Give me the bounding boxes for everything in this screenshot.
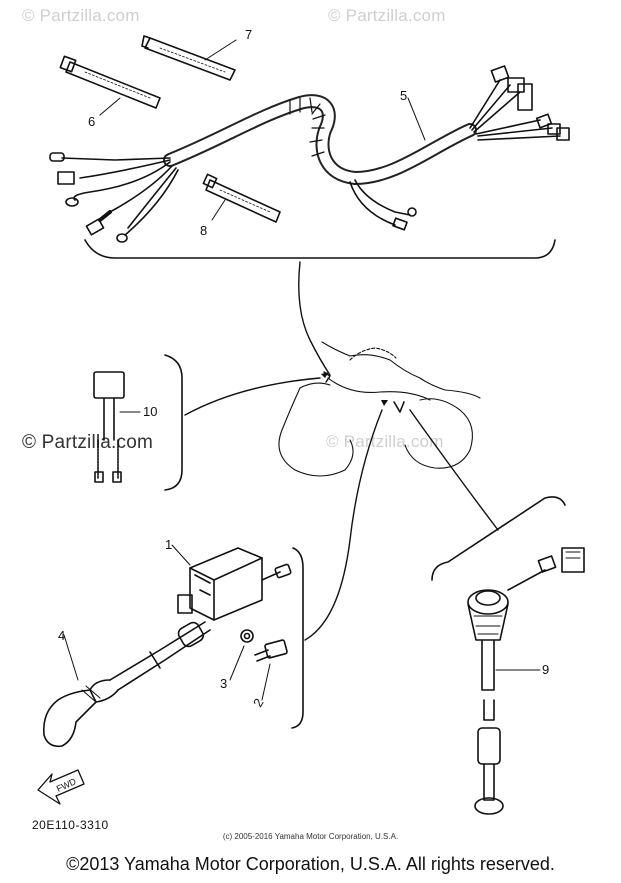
ignition-coil-1 xyxy=(177,547,292,621)
callout-4: 4 xyxy=(58,628,65,643)
switch-9 xyxy=(467,547,585,815)
callout-8: 8 xyxy=(200,223,207,238)
callout-1: 1 xyxy=(165,537,172,552)
tie-strap-6 xyxy=(59,55,161,109)
section-bracket-coil xyxy=(291,547,304,729)
callout-3: 3 xyxy=(220,676,227,691)
callout-7: 7 xyxy=(245,27,252,42)
section-bracket-harness xyxy=(84,239,556,259)
drawing-part-number: 20E110-3310 xyxy=(32,818,109,832)
watermark-mid-center: © Partzilla.com xyxy=(326,432,444,451)
section-bracket-9 xyxy=(431,496,566,581)
callout-9: 9 xyxy=(542,662,549,677)
wire-harness xyxy=(49,65,570,243)
callout-5: 5 xyxy=(400,88,407,103)
section-bracket-10 xyxy=(164,354,183,491)
watermark-top-right: © Partzilla.com xyxy=(328,6,446,25)
watermark-top-left: © Partzilla.com xyxy=(22,6,140,25)
tie-strap-8 xyxy=(202,173,281,223)
tie-strap-7 xyxy=(141,35,236,81)
callout-2: 2 xyxy=(250,696,267,710)
fwd-arrow xyxy=(37,769,85,805)
small-copyright: (c) 2005-2016 Yamaha Motor Corporation, … xyxy=(222,832,399,841)
relay-10 xyxy=(93,371,125,483)
bolt-2 xyxy=(254,639,288,662)
spark-plug-cap-4 xyxy=(42,621,211,748)
washer-3 xyxy=(240,629,254,643)
callout-10: 10 xyxy=(143,404,157,419)
watermark-mid-left: © Partzilla.com xyxy=(22,432,154,453)
copyright-footer: ©2013 Yamaha Motor Corporation, U.S.A. A… xyxy=(66,854,555,874)
callout-6: 6 xyxy=(88,114,95,129)
motorcycle-outline xyxy=(278,341,481,477)
